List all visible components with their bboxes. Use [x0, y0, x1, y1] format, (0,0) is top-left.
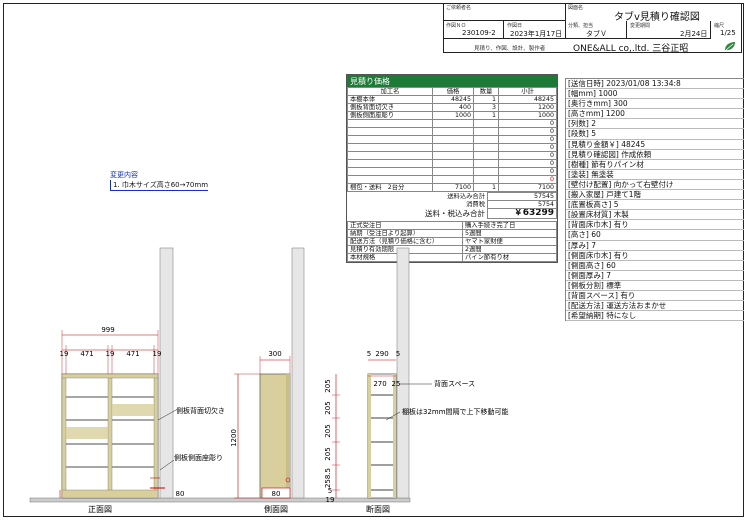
- section-dim-top-2: 290: [375, 350, 388, 358]
- change-note: 変更内容 1. 巾木サイズ高さ60→70mm: [110, 170, 209, 191]
- section-h5: 258.5: [324, 468, 332, 488]
- section-dim-top-3: 5: [396, 350, 400, 358]
- spec-item: [樹種] 節有りパイン材: [566, 160, 744, 170]
- side-wall: [291, 247, 305, 499]
- note-counterbore: 側板側面座彫り: [174, 453, 223, 462]
- floor: [29, 497, 411, 503]
- drawing-no-label: 作図ＮＯ: [446, 23, 467, 29]
- drawing-name-label: 図面名: [568, 5, 584, 11]
- spec-item: [側面高さ] 60: [566, 261, 744, 271]
- customer-label: ご依頼者名: [446, 5, 472, 11]
- section-view: [332, 359, 432, 499]
- maker-value: ONE&ALL co,.ltd. 三谷正昭: [573, 44, 689, 54]
- section-h6: 5: [328, 487, 332, 495]
- estimate-title: 見積り価格: [347, 75, 557, 87]
- grand-total-row: 送料・税込み合計 ￥63299: [347, 208, 557, 219]
- front-wall: [159, 247, 174, 499]
- spec-item: [見積り確認図] 作成依頼: [566, 150, 744, 160]
- side-bottom-dim: 80: [272, 490, 281, 498]
- category-label: 分類、担当: [568, 23, 594, 29]
- section-h1: 205: [324, 379, 332, 392]
- front-dim-2: 471: [80, 350, 93, 358]
- change-note-title: 変更内容: [110, 171, 138, 179]
- spec-item: [背面スペース] 有り: [566, 291, 744, 302]
- spec-item: [希望納期] 特になし: [566, 311, 744, 322]
- date-label: 作図日: [507, 23, 523, 29]
- section-h4: 205: [324, 447, 332, 460]
- spec-item: [底置板高さ] 5: [566, 200, 744, 211]
- spec-item: [段数] 5: [566, 129, 744, 140]
- side-view-label: 側面図: [264, 504, 288, 514]
- spec-item: [厚み] 7: [566, 241, 744, 251]
- front-width-dim: 999: [101, 326, 114, 334]
- front-dim-5: 19: [153, 350, 162, 358]
- section-dim-top-1: 5: [367, 350, 371, 358]
- note-back-space: 背面スペース: [434, 379, 475, 388]
- front-view: [59, 330, 177, 499]
- section-view-label: 断面図: [366, 504, 390, 514]
- section-h7: 19: [326, 496, 335, 504]
- spec-item: [搬入家屋] 戸建て1階: [566, 190, 744, 201]
- section-wall: [396, 247, 410, 499]
- side-depth-dim: 300: [268, 350, 281, 358]
- front-dim-1: 19: [60, 350, 69, 358]
- date-value: 2023年1月17日: [510, 30, 563, 38]
- spec-item: [側面床巾木] 有り: [566, 251, 744, 261]
- note-shelf: 棚板は32mm間隔で上下移動可能: [402, 407, 509, 416]
- spec-item: [壁付け配置] 向かって右壁付け: [566, 180, 744, 191]
- maker-label: 見積り、作図、設計、製作者: [474, 46, 546, 52]
- side-height-dim: 1200: [230, 429, 238, 447]
- change-date-value: 2月24日: [680, 30, 708, 38]
- section-h3: 205: [324, 424, 332, 437]
- spec-item: [見積り金額￥] 48245: [566, 140, 744, 150]
- drawing-name-value: タブv見積り確認図: [614, 12, 700, 23]
- change-date-label: 変更期間: [630, 23, 651, 29]
- change-note-text: 1. 巾木サイズ高さ60→70mm: [110, 180, 209, 191]
- spec-item: [高さ] 60: [566, 230, 744, 241]
- spec-item: [背面床巾木] 有り: [566, 220, 744, 231]
- spec-item: [側面厚み] 7: [566, 271, 744, 281]
- scale-label: 縮尺: [714, 23, 725, 29]
- front-height-dim: 80: [176, 490, 185, 498]
- spec-list: [送信日時] 2023/01/08 13:34:8[幅mm] 1000[奥行きm…: [565, 78, 744, 322]
- spec-item: [奥行きmm] 300: [566, 99, 744, 110]
- scale-value: 1/25: [720, 29, 736, 37]
- spec-item: [設置床材質] 木製: [566, 210, 744, 221]
- spec-item: [高さmm] 1200: [566, 109, 744, 120]
- drawing-no-value: 230109-2: [462, 29, 496, 37]
- title-block: [443, 3, 742, 53]
- front-view-label: 正面図: [88, 505, 112, 514]
- spec-item: [側板分割] 標準: [566, 281, 744, 291]
- spec-item: [列数] 2: [566, 119, 744, 130]
- note-notch: 側板背面切欠き: [176, 406, 225, 415]
- front-dim-3: 19: [106, 350, 115, 358]
- spec-item: [塗装] 無塗装: [566, 170, 744, 180]
- section-inner-dim: 270: [373, 380, 386, 388]
- leaf-logo-icon: [725, 42, 735, 51]
- section-h2: 205: [324, 401, 332, 414]
- side-view: [234, 356, 291, 499]
- front-dim-4: 471: [126, 350, 139, 358]
- section-back-dim: 25: [392, 380, 401, 388]
- category-value: タブＶ: [586, 30, 607, 38]
- spec-item: [幅mm] 1000: [566, 89, 744, 100]
- spec-item: [配送方法] 運送方法おまかせ: [566, 301, 744, 312]
- spec-item: [送信日時] 2023/01/08 13:34:8: [566, 79, 744, 90]
